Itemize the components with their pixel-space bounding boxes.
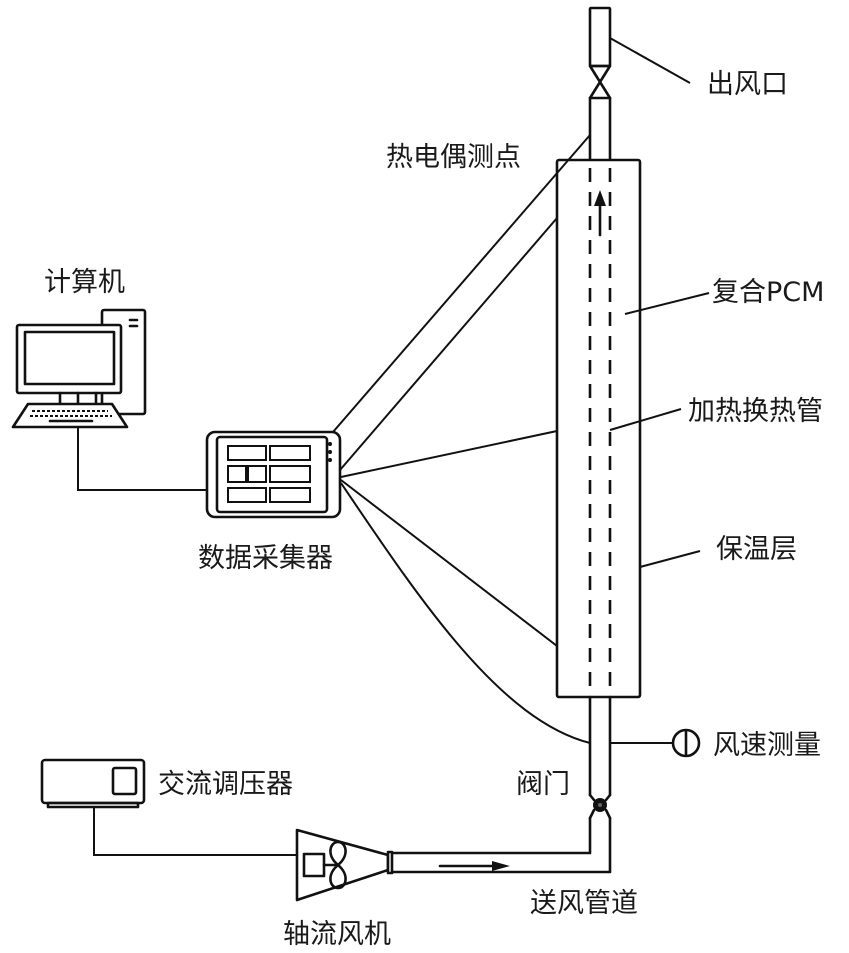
label-composite-pcm: 复合PCM: [712, 277, 824, 308]
duct-flow-arrow-icon: [438, 861, 510, 871]
valve-top-icon: [588, 64, 612, 100]
voltage-regulator-icon: [40, 758, 146, 809]
thermocouple-wire-3: [340, 430, 558, 478]
insulation-leader: [639, 550, 701, 568]
upper-pipe: [588, 96, 612, 164]
thermocouple-wire-2: [339, 217, 558, 471]
thermocouple-wire-1: [332, 134, 591, 433]
label-axial-fan: 轴流风机: [283, 919, 391, 950]
heating-pipe-leader: [609, 408, 682, 431]
valve-bottom-icon: [588, 798, 612, 820]
lower-pipe: [588, 695, 612, 802]
insulation-layer: [555, 158, 642, 699]
label-outlet: 出风口: [707, 69, 788, 100]
desktop-computer-icon: [11, 308, 147, 429]
label-insulation: 保温层: [716, 534, 797, 565]
label-heating-pipe: 加热换热管: [688, 396, 823, 427]
computer-logger-wire: [77, 427, 207, 491]
label-thermocouple: 热电偶测点: [386, 142, 521, 173]
thermocouple-wire-4: [340, 479, 558, 647]
supply-duct: [388, 816, 612, 874]
thermocouple-wire-5: [340, 482, 591, 744]
label-valve: 阀门: [516, 769, 570, 800]
outlet-pipe: [588, 6, 612, 68]
label-data-logger: 数据采集器: [198, 543, 333, 574]
label-computer: 计算机: [44, 267, 125, 298]
axial-fan-icon: [295, 828, 394, 902]
label-ac-regulator: 交流调压器: [158, 769, 293, 800]
data-logger-icon: [205, 430, 342, 519]
airflow-up-arrow-icon: [594, 190, 606, 237]
thermocouple-wires: [332, 134, 591, 744]
anemometer-icon: [610, 728, 701, 758]
label-supply-duct: 送风管道: [530, 888, 638, 919]
outlet-leader: [609, 37, 691, 84]
pcm-leader: [624, 292, 710, 315]
regulator-fan-wire: [93, 807, 297, 856]
label-air-speed: 风速测量: [713, 730, 821, 761]
